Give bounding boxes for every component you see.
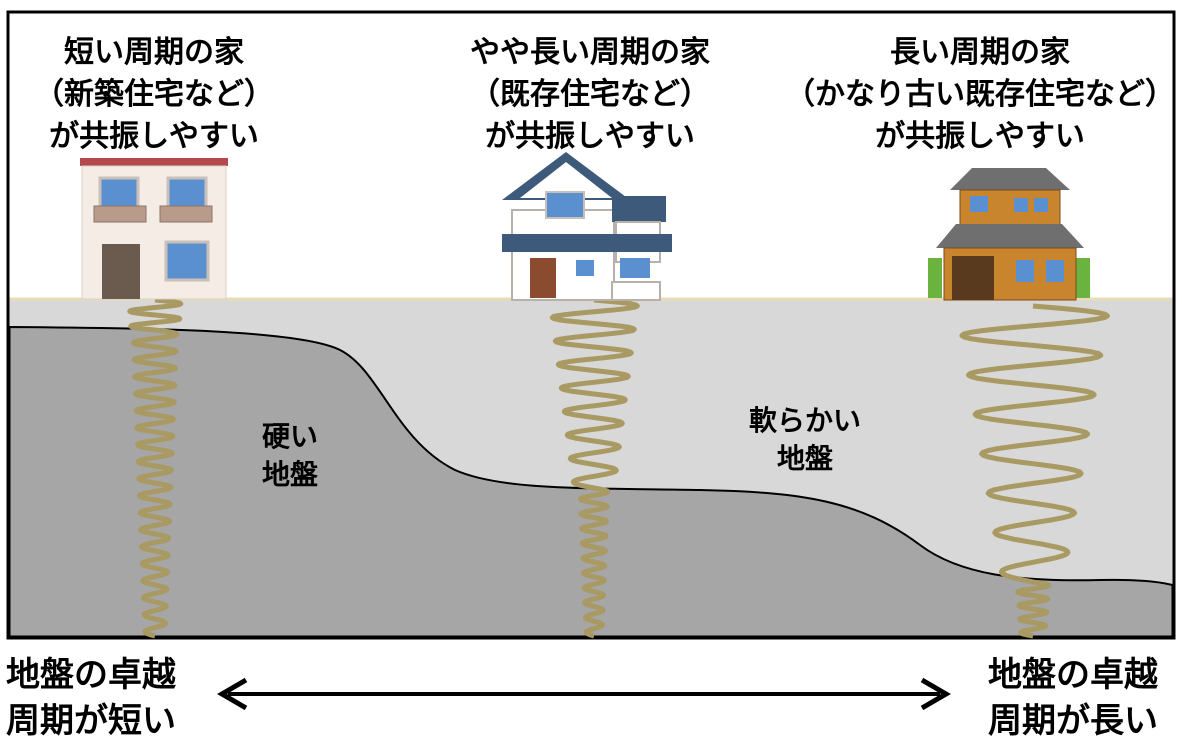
ground-label-line: 地盤 [776,442,833,475]
caption-long-period: 長い周期の家 （かなり古い既存住宅など） が共振しやすい [780,32,1180,158]
caption-line: やや長い周期の家 [470,35,710,70]
caption-line: （新築住宅など） [34,77,274,112]
scale-label-line: 地盤の卓越 [988,655,1158,695]
caption-line: （既存住宅など） [470,77,710,112]
ground-label-line: 軟らかい [748,404,861,437]
caption-short-period: 短い周期の家 （新築住宅など） が共振しやすい [14,32,294,158]
scale-label-line: 周期が短い [6,701,176,741]
caption-line: 長い周期の家 [890,35,1070,70]
scale-label-line: 地盤の卓越 [6,655,176,695]
caption-line: が共振しやすい [485,119,695,154]
caption-line: 短い周期の家 [64,35,244,70]
caption-line: が共振しやすい [875,119,1085,154]
scale-label-short: 地盤の卓越 周期が短い [6,652,176,744]
wave-long-period [959,303,1110,639]
house-short-period [80,158,228,300]
hard-ground [8,325,1174,638]
hard-ground-label: 硬い 地盤 [240,418,340,494]
scale-label-line: 周期が長い [988,701,1158,741]
wave-medium-period [549,297,640,639]
house-medium-period [502,152,672,301]
caption-line: （かなり古い既存住宅など） [785,77,1175,112]
house-long-period [928,168,1090,301]
period-arrow [217,677,951,711]
soft-ground-label: 軟らかい 地盤 [730,402,880,478]
caption-medium-period: やや長い周期の家 （既存住宅など） が共振しやすい [430,32,750,158]
ground-label-line: 地盤 [261,458,318,491]
wave-short-period [127,297,184,639]
ground-label-line: 硬い [261,420,318,453]
scale-label-long: 地盤の卓越 周期が長い [988,652,1158,744]
caption-line: が共振しやすい [49,119,259,154]
